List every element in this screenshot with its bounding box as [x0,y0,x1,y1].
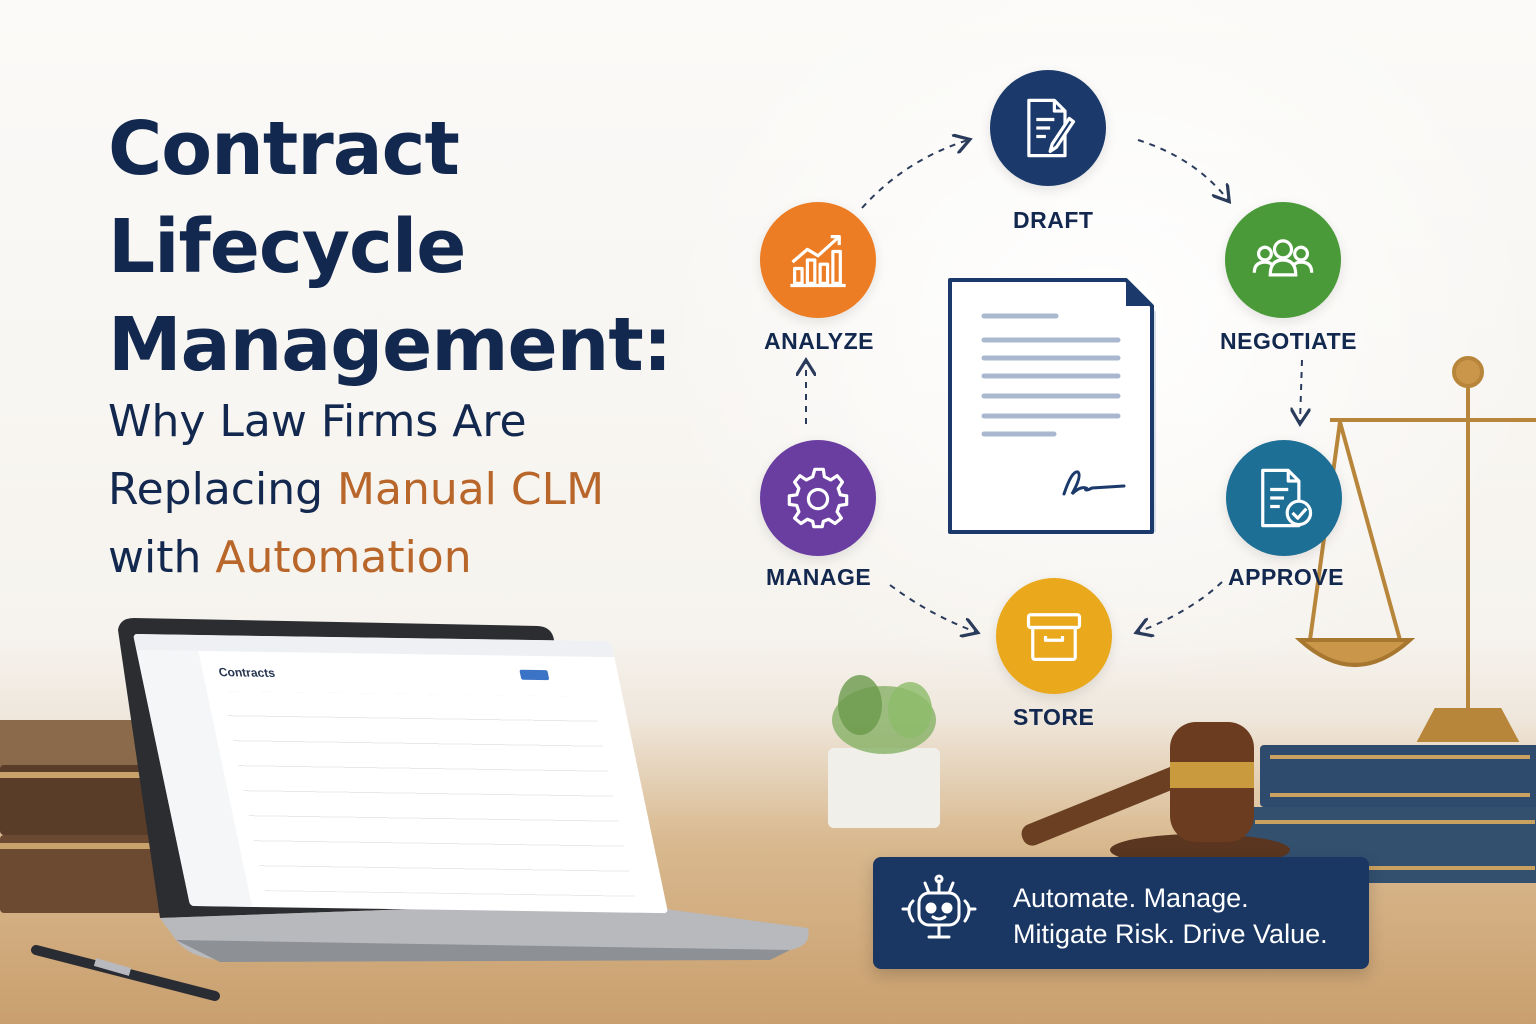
gear-icon [787,467,849,529]
stage-negotiate [1225,202,1341,318]
stage-analyze [760,202,876,318]
stage-manage [760,440,876,556]
people-group-icon [1252,239,1314,277]
stage-approve [1226,440,1342,556]
stage-label-manage: MANAGE [766,564,872,590]
subtitle: Why Law Firms Are Replacing Manual CLM w… [108,388,604,592]
archive-box-icon [1026,613,1082,661]
pen [31,945,220,1001]
tagline-line-2: Mitigate Risk. Drive Value. [1013,919,1328,949]
subtitle-line-3-text: with [108,532,216,583]
title-line-2: Lifecycle [108,204,466,290]
stage-store [996,578,1112,694]
stage-label-draft: DRAFT [1013,207,1094,233]
signed-contract-icon [948,278,1156,534]
title-line-1: Contract [108,106,460,192]
stage-label-approve: APPROVE [1228,564,1344,590]
title-line-3: Management: [108,302,672,388]
subtitle-line-2-text: Replacing [108,464,338,515]
stage-draft [990,70,1106,186]
robot-icon [901,874,977,939]
scales-of-justice [1294,356,1536,742]
subtitle-accent-automation: Automation [215,532,472,583]
stage-label-negotiate: NEGOTIATE [1220,328,1357,354]
stage-label-analyze: ANALYZE [764,328,874,354]
stage-label-store: STORE [1013,704,1095,730]
potted-plant [828,675,940,828]
subtitle-accent-manual-clm: Manual CLM [337,464,605,515]
subtitle-line-1: Why Law Firms Are [108,396,527,447]
page-title: Contract Lifecycle Management: [108,100,672,394]
book-stack-left [0,720,180,913]
document-check-icon [1261,468,1313,528]
tagline-panel: Automate. Manage. Mitigate Risk. Drive V… [873,857,1369,969]
tagline-line-1: Automate. Manage. [1013,883,1249,913]
bar-chart-growth-icon [790,235,846,288]
document-pen-icon [1027,98,1076,158]
